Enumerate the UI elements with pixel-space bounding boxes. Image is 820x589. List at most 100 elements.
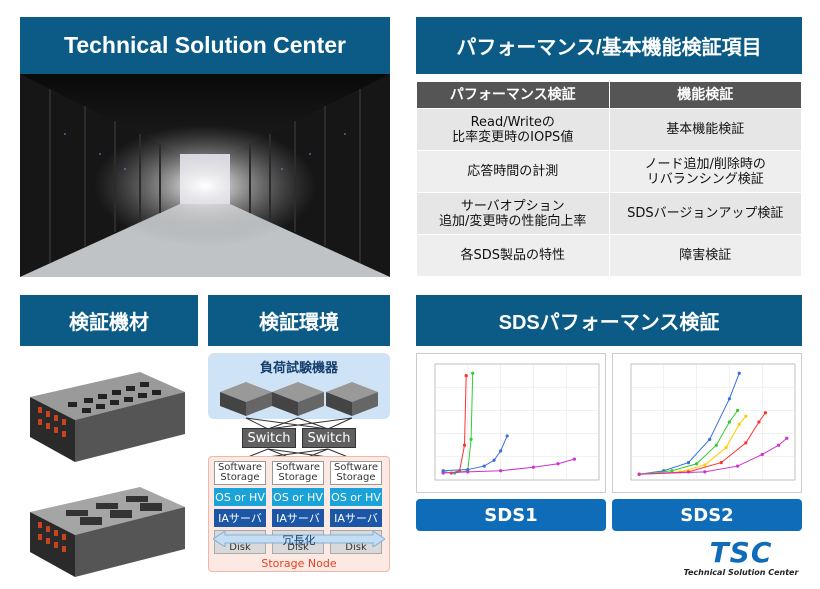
os-hv-box: OS or HV — [272, 488, 324, 506]
data-point — [499, 469, 503, 473]
data-point — [763, 411, 768, 415]
switch-2: Switch — [302, 428, 356, 448]
table-cell: 各SDS製品の特性 — [416, 234, 610, 277]
load-server-icon — [220, 382, 272, 416]
redundancy-arrow — [213, 531, 385, 547]
tsc-header: Technical Solution Center — [20, 17, 390, 74]
server-equipment-illustration — [30, 372, 185, 577]
table-cell: ノード追加/削除時のリバランシング検証 — [608, 150, 802, 193]
data-point — [499, 449, 503, 453]
tsc-logo-text: Technical Solution Center — [683, 568, 799, 577]
table-row: サーバオプション追加/変更時の性能向上率 SDSバージョンアップ検証 — [416, 192, 802, 235]
data-point — [469, 437, 473, 441]
data-point — [785, 436, 789, 440]
load-test-label: 負荷試験機器 — [259, 361, 338, 376]
data-point — [441, 469, 445, 473]
data-point — [719, 461, 723, 465]
switch-1: Switch — [242, 428, 296, 448]
data-point — [637, 472, 641, 476]
table-header-row: パフォーマンス検証 機能検証 — [416, 81, 802, 109]
plot-area — [434, 363, 600, 481]
datacenter-image — [20, 74, 390, 277]
equipment-title: 検証機材 — [69, 312, 149, 334]
environment-header: 検証環境 — [208, 295, 390, 346]
data-point — [737, 371, 741, 375]
data-point — [760, 452, 764, 457]
load-server-icon — [272, 382, 324, 416]
verification-table: パフォーマンス検証 機能検証 Read/Writeの比率変更時のIOPS値 基本… — [416, 81, 802, 277]
data-point — [695, 462, 699, 466]
data-point — [531, 465, 535, 469]
data-point — [727, 420, 731, 424]
data-point — [462, 443, 467, 447]
items-header: パフォーマンス/基本機能検証項目 — [416, 17, 802, 74]
data-point — [744, 441, 748, 445]
series-line — [443, 435, 508, 472]
data-point — [703, 463, 707, 467]
data-point — [686, 461, 690, 465]
environment-title: 検証環境 — [259, 312, 339, 334]
data-point — [482, 464, 486, 468]
tsc-logo: TSC Technical Solution Center — [676, 538, 806, 582]
table-row: 各SDS製品の特性 障害検証 — [416, 234, 802, 277]
items-title: パフォーマンス/基本機能検証項目 — [456, 37, 762, 59]
redundancy-label: 冗長化 — [282, 534, 316, 547]
data-point — [686, 470, 690, 474]
table-cell: 基本機能検証 — [608, 108, 802, 151]
data-point — [744, 414, 748, 418]
data-point — [505, 434, 509, 438]
sds1-label: SDS1 — [416, 499, 606, 531]
table-cell: 応答時間の計測 — [416, 150, 610, 193]
datacenter-aisle-illustration — [20, 74, 390, 277]
data-point — [492, 458, 496, 462]
data-point — [471, 371, 475, 375]
data-point — [777, 443, 781, 447]
load-test-servers — [220, 382, 378, 416]
series-line — [639, 437, 788, 475]
series-line — [639, 410, 739, 475]
data-point — [464, 374, 468, 378]
col-performance: パフォーマンス検証 — [416, 81, 610, 109]
data-point — [572, 457, 576, 461]
sds1-chart — [416, 353, 606, 493]
ia-server-box: IAサーバ — [214, 509, 266, 527]
data-point — [757, 420, 761, 424]
equipment-header: 検証機材 — [20, 295, 198, 346]
sds2-chart — [612, 353, 802, 493]
data-point — [441, 471, 445, 475]
series-line — [639, 373, 740, 475]
server-chassis-2 — [30, 487, 185, 577]
table-row: Read/Writeの比率変更時のIOPS値 基本機能検証 — [416, 108, 802, 151]
storage-node-label: Storage Node — [261, 557, 337, 570]
data-point — [466, 470, 470, 474]
data-point — [703, 470, 707, 474]
sds-perf-title: SDSパフォーマンス検証 — [498, 312, 720, 334]
tsc-title: Technical Solution Center — [64, 32, 346, 58]
load-server-icon — [326, 382, 378, 416]
data-point — [727, 397, 731, 401]
data-point — [737, 422, 741, 426]
data-point — [556, 462, 560, 466]
data-point — [736, 464, 740, 468]
sds2-label: SDS2 — [612, 499, 802, 531]
ia-server-box: IAサーバ — [272, 509, 324, 527]
table-cell: Read/Writeの比率変更時のIOPS値 — [416, 108, 610, 151]
data-point — [714, 443, 718, 447]
data-point — [724, 445, 728, 450]
os-hv-box: OS or HV — [214, 488, 266, 506]
server-chassis-1 — [30, 372, 185, 462]
plot-area — [630, 363, 796, 481]
col-function: 機能検証 — [608, 81, 802, 109]
tsc-logo-mark: TSC — [709, 536, 773, 569]
sds-perf-header: SDSパフォーマンス検証 — [416, 295, 802, 346]
os-hv-box: OS or HV — [330, 488, 382, 506]
data-point — [466, 467, 470, 472]
series-line — [443, 458, 575, 474]
data-point — [708, 437, 712, 441]
table-cell: サーバオプション追加/変更時の性能向上率 — [416, 192, 610, 235]
table-cell: 障害検証 — [608, 234, 802, 277]
table-row: 応答時間の計測 ノード追加/削除時のリバランシング検証 — [416, 150, 802, 193]
